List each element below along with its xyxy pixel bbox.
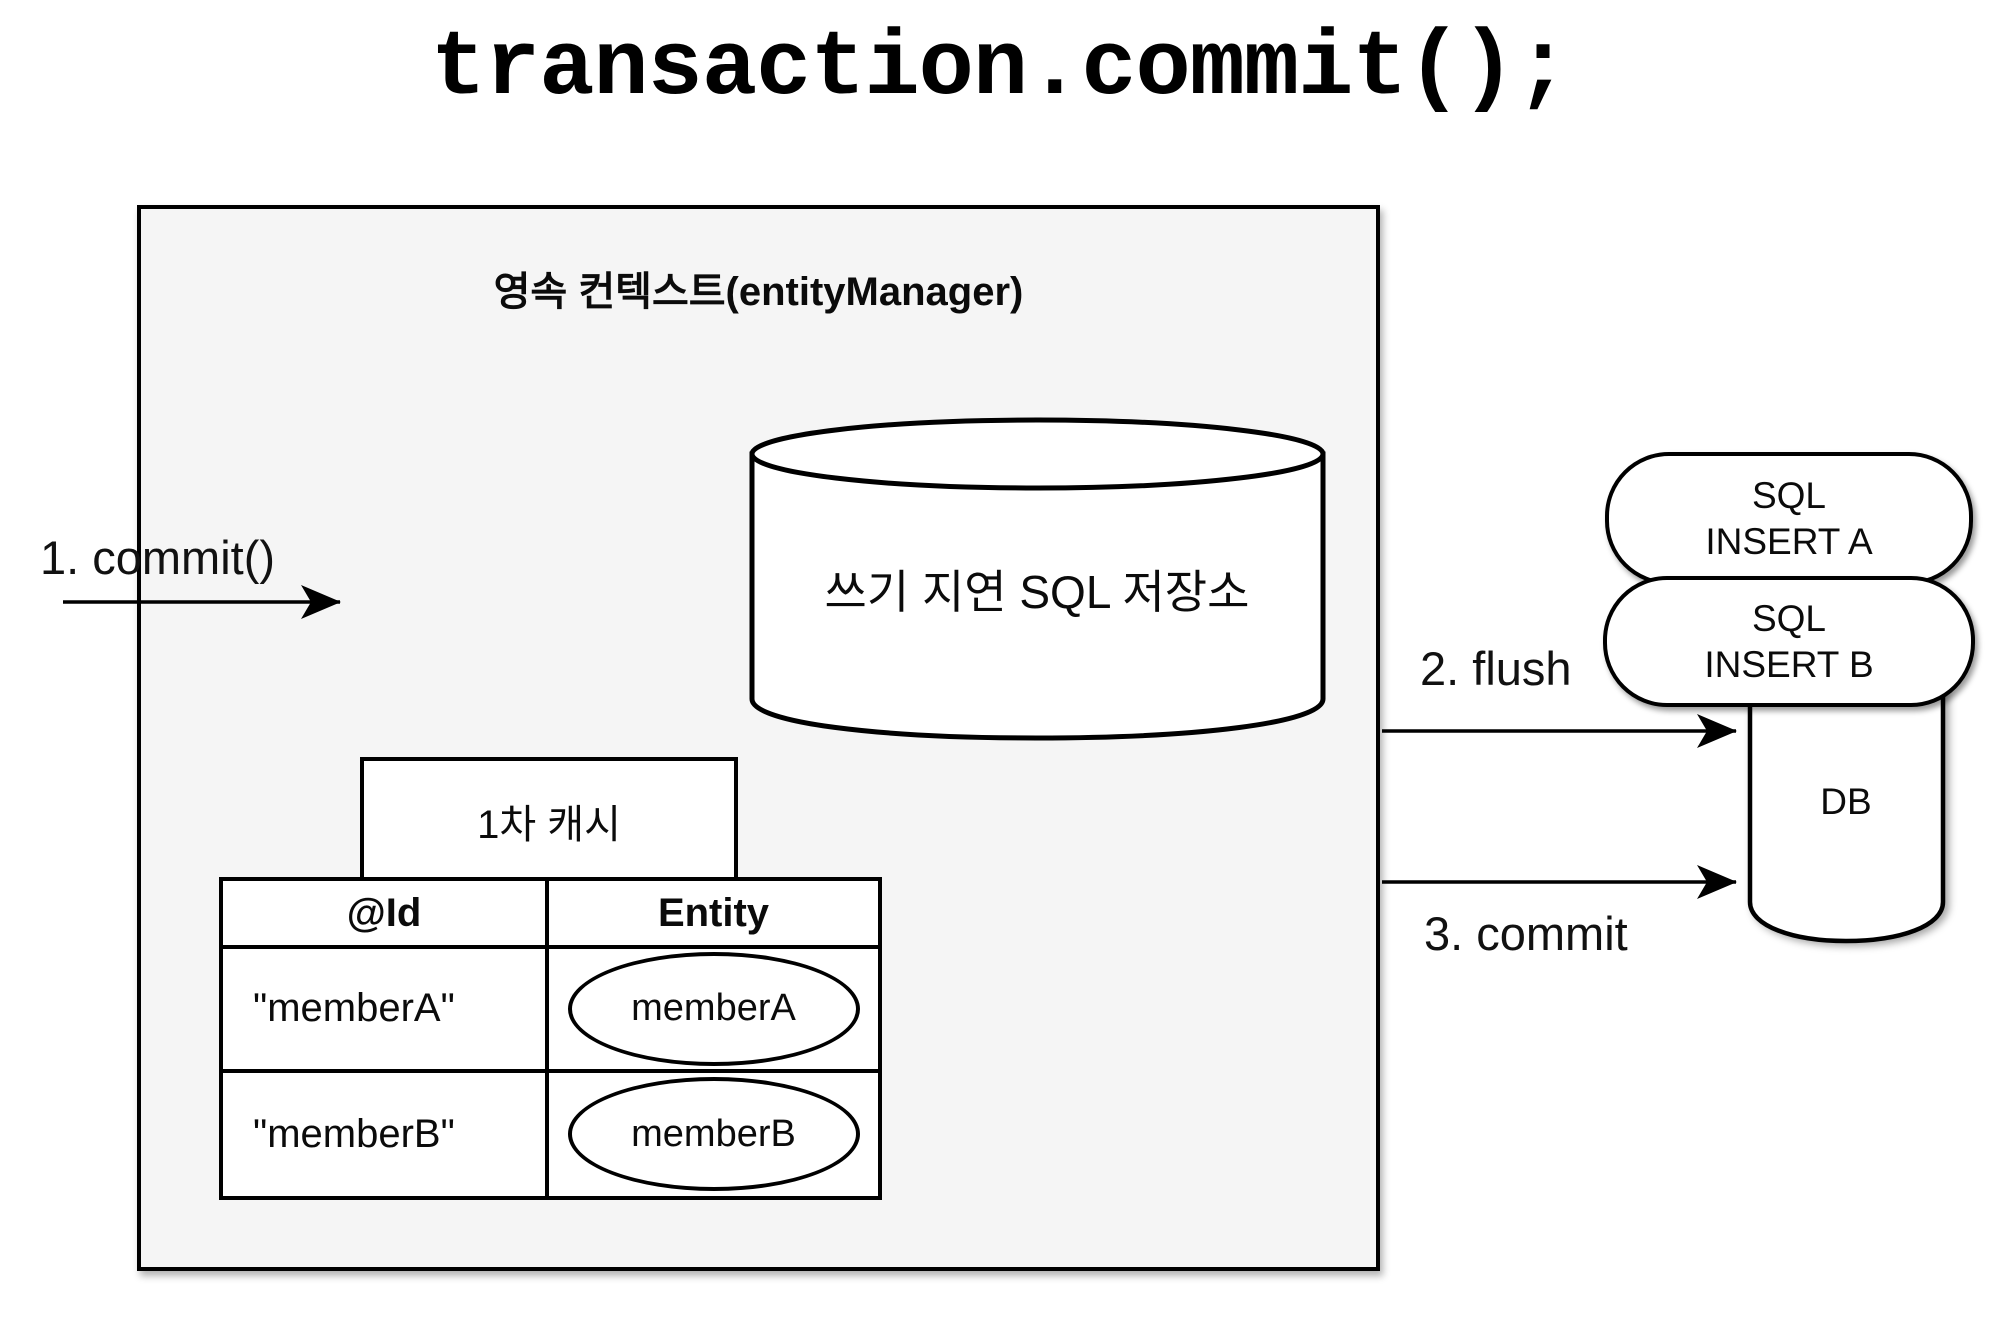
table-cell-entity-memberB: memberB [549, 1073, 878, 1197]
first-level-cache-label: 1차 캐시 [477, 803, 621, 847]
persistence-context-label: 영속 컨텍스트(entityManager) [493, 270, 1024, 314]
sql-insert-a-line1: SQL [1751, 474, 1827, 516]
sql-insert-b-line2: INSERT B [1704, 643, 1874, 685]
sql-insert-b-shape: SQL INSERT B [1603, 576, 1975, 707]
arrow-label-flush: 2. flush [1420, 642, 1572, 695]
write-behind-sql-store-cylinder: 쓰기 지연 SQL 저장소 [749, 417, 1326, 741]
arrow-label-commit1: 1. commit() [40, 531, 275, 584]
cylinder-body [749, 451, 1326, 741]
database-label: DB [1820, 781, 1871, 822]
sql-insert-a-shape: SQL INSERT A [1605, 452, 1973, 585]
table-cell-entity-memberA: memberA [549, 949, 878, 1073]
cylinder-top [749, 417, 1326, 491]
sql-insert-a-line2: INSERT A [1705, 520, 1873, 562]
table-header-id: @Id [223, 881, 549, 949]
table-cell-id-memberA: "memberA" [223, 949, 549, 1073]
page-title: transaction.commit(); [430, 16, 1570, 121]
arrow-label-commit3: 3. commit [1424, 907, 1628, 960]
table-cell-id-memberB: "memberB" [223, 1072, 549, 1196]
sql-insert-b-line1: SQL [1751, 597, 1827, 639]
first-level-cache-table: @Id Entity "memberA" memberA "memberB" m… [219, 877, 882, 1200]
entity-label-memberB: memberB [631, 1112, 796, 1155]
entity-ellipse-memberA: memberA [567, 951, 860, 1066]
table-header-entity: Entity [549, 881, 878, 949]
entity-label-memberA: memberA [631, 987, 796, 1030]
write-behind-sql-store-label: 쓰기 지연 SQL 저장소 [825, 566, 1250, 618]
entity-ellipse-memberB: memberB [567, 1077, 860, 1192]
first-level-cache-label-box: 1차 캐시 [360, 757, 738, 885]
